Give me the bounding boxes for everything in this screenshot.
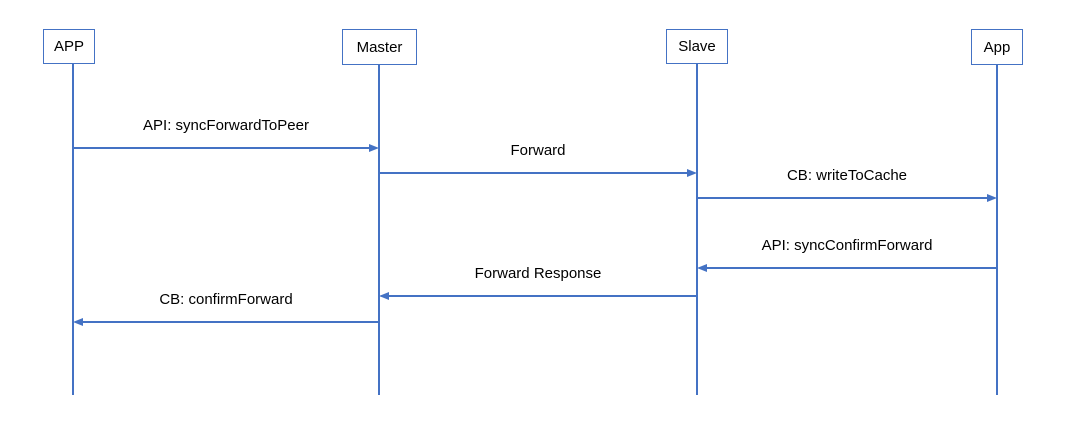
actor-label: Master: [356, 38, 403, 56]
message-label: API: syncForwardToPeer: [143, 117, 309, 134]
actor-box-master: Master: [342, 29, 417, 65]
message-label: Forward: [510, 142, 566, 159]
message-arrow-line: [697, 197, 993, 199]
message-arrow-line: [77, 321, 379, 323]
message-label: Forward Response: [474, 265, 602, 282]
message-arrow-line: [379, 172, 693, 174]
message-arrowhead-right: [687, 168, 697, 177]
message-label: CB: confirmForward: [159, 291, 293, 308]
message-arrow-line: [701, 267, 997, 269]
message-arrowhead-left: [73, 317, 83, 326]
lifeline-slave: [696, 64, 698, 395]
message-arrowhead-right: [369, 143, 379, 152]
actor-label: Slave: [678, 38, 716, 55]
message-arrowhead-left: [379, 291, 389, 300]
actor-label: APP: [53, 38, 84, 55]
message-arrowhead-left: [697, 263, 707, 272]
message-arrowhead-right: [987, 193, 997, 202]
actor-box-app-lower: App: [971, 29, 1023, 65]
message-label: CB: writeToCache: [786, 167, 908, 184]
message-label: API: syncConfirmForward: [761, 237, 933, 254]
actor-box-app-upper: APP: [43, 29, 95, 64]
message-arrow-line: [383, 295, 697, 297]
actor-label: App: [983, 38, 1011, 56]
lifeline-master: [378, 64, 380, 395]
message-arrow-line: [73, 147, 375, 149]
lifeline-app-lower: [996, 64, 998, 395]
actor-box-slave: Slave: [666, 29, 728, 64]
lifeline-app-upper: [72, 64, 74, 395]
